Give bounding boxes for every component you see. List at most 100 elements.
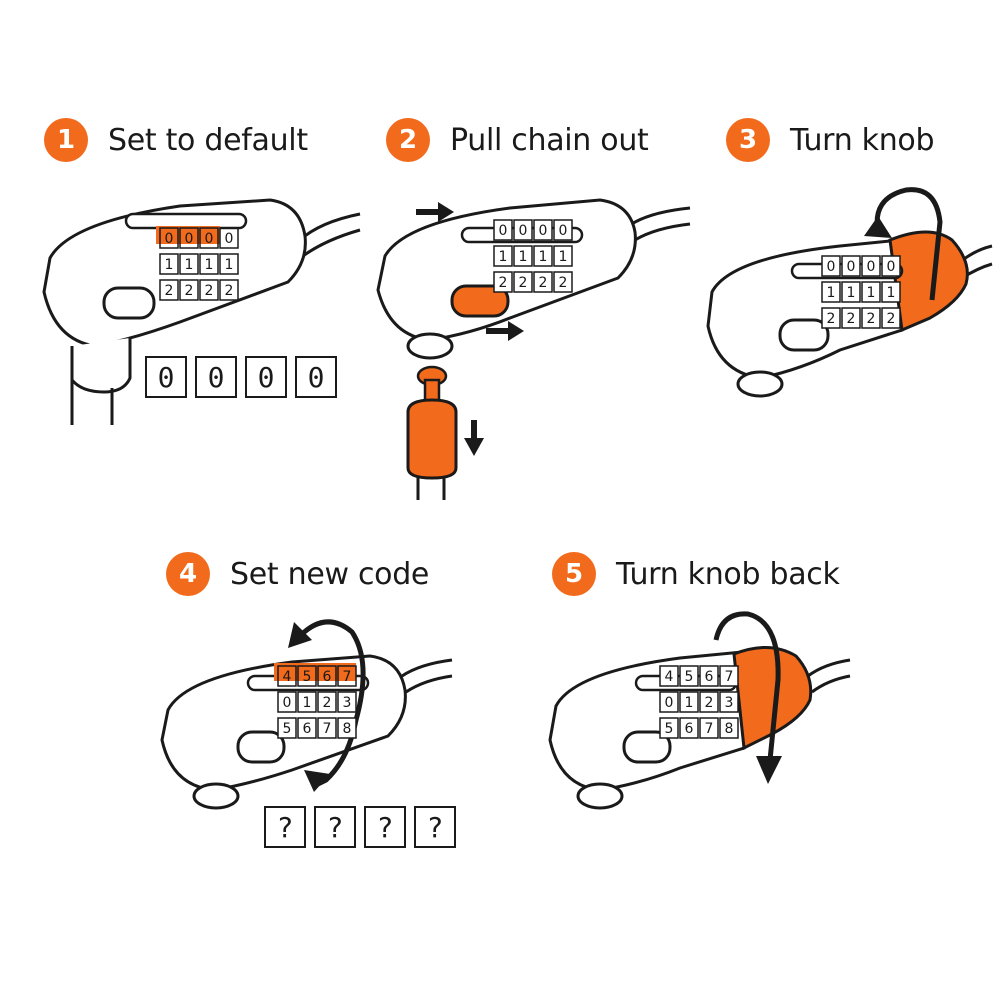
- dial-digit: 3: [725, 695, 734, 711]
- dial-digit: 2: [499, 275, 508, 291]
- dial-cell: [493, 219, 513, 241]
- dial-cell: [337, 691, 357, 713]
- dial-cell: [699, 691, 719, 713]
- dial-cell: [179, 279, 199, 301]
- dial-cell: [841, 255, 861, 277]
- dial-digit: 0: [887, 259, 896, 275]
- dial-digit: 0: [519, 223, 528, 239]
- dial-cell: [659, 691, 679, 713]
- dial-digit: 1: [539, 249, 548, 265]
- dial-digit: 0: [539, 223, 548, 239]
- rotate-arrow-icon: [288, 622, 312, 648]
- dial-cell: [553, 245, 573, 267]
- dial-digit: 0: [205, 231, 214, 247]
- dial-digit: 2: [867, 311, 876, 327]
- code-digit-box: 0: [145, 356, 187, 398]
- dial-cell: [861, 281, 881, 303]
- dial-cell: [553, 219, 573, 241]
- dial-digit: 6: [323, 669, 332, 685]
- dial-cell: [317, 717, 337, 739]
- dial-cell: [513, 271, 533, 293]
- code-digit-box: 0: [295, 356, 337, 398]
- dial-cell: [881, 255, 901, 277]
- dial-digit: 2: [225, 283, 234, 299]
- dial-digit: 1: [205, 257, 214, 273]
- dial-cell: [699, 717, 719, 739]
- dial-digit: 1: [519, 249, 528, 265]
- dial-digit: 2: [185, 283, 194, 299]
- dial-cell: [277, 717, 297, 739]
- dial-cell: [533, 219, 553, 241]
- dial-cell: [881, 281, 901, 303]
- dial-cell: [277, 665, 297, 687]
- dial-digit: 1: [685, 695, 694, 711]
- dial-digit: 1: [559, 249, 568, 265]
- dial-cell: [513, 219, 533, 241]
- dial-digit: 6: [303, 721, 312, 737]
- dial-cell: [679, 665, 699, 687]
- dial-cell: [159, 253, 179, 275]
- chain-end: [70, 380, 114, 425]
- dial-digit: 5: [283, 721, 292, 737]
- dial-digit: 7: [323, 721, 332, 737]
- dial-cell: [821, 307, 841, 329]
- dial-digit: 7: [705, 721, 714, 737]
- step-title: Set new code: [230, 556, 430, 592]
- dial-cell: [679, 717, 699, 739]
- rotate-arrow-icon: [304, 770, 330, 792]
- dial-cell: [297, 691, 317, 713]
- code-digit-box: ?: [364, 806, 406, 848]
- dial-digit: 6: [705, 669, 714, 685]
- dial-cell: [513, 245, 533, 267]
- code-digit-box: ?: [264, 806, 306, 848]
- release-button: [622, 730, 672, 764]
- step-number-badge: 3: [726, 118, 770, 162]
- rotate-arrow-icon: [756, 756, 782, 784]
- dial-digit: 5: [665, 721, 674, 737]
- dial-cell: [679, 691, 699, 713]
- dial-cell: [659, 665, 679, 687]
- arrow-right-icon: [508, 321, 524, 341]
- dial-digit: 0: [165, 231, 174, 247]
- dial-digit: 1: [887, 285, 896, 301]
- dial-digit: 1: [303, 695, 312, 711]
- dial-cell: [719, 691, 739, 713]
- dial-digit: 2: [539, 275, 548, 291]
- dial-digit: 0: [283, 695, 292, 711]
- step-number-badge: 5: [552, 552, 596, 596]
- dial-digit: 2: [847, 311, 856, 327]
- step-5-header: 5 Turn knob back: [552, 552, 840, 596]
- turn-knob: [732, 645, 813, 751]
- step-4-header: 4 Set new code: [166, 552, 429, 596]
- dial-cell: [881, 307, 901, 329]
- step-1-header: 1 Set to default: [44, 118, 308, 162]
- dial-digit: 8: [343, 721, 352, 737]
- step-title: Set to default: [108, 122, 308, 158]
- dial-digit: 2: [205, 283, 214, 299]
- dial-digit: 0: [499, 223, 508, 239]
- dial-digit: 0: [225, 231, 234, 247]
- dial-cell: [297, 717, 317, 739]
- turn-knob: [888, 230, 969, 333]
- rotate-arrow-icon: [864, 216, 892, 238]
- dial-digit: 2: [559, 275, 568, 291]
- arrow-down-icon: [464, 438, 484, 456]
- dial-digit: 1: [499, 249, 508, 265]
- dial-digit: 1: [847, 285, 856, 301]
- code-digit-box: ?: [414, 806, 456, 848]
- dial-cell: [533, 245, 553, 267]
- dial-cell: [179, 227, 199, 249]
- step-number-badge: 1: [44, 118, 88, 162]
- dial-cell: [199, 279, 219, 301]
- dial-cell: [337, 665, 357, 687]
- dial-digit: 2: [519, 275, 528, 291]
- dial-cell: [199, 227, 219, 249]
- release-button: [236, 730, 286, 764]
